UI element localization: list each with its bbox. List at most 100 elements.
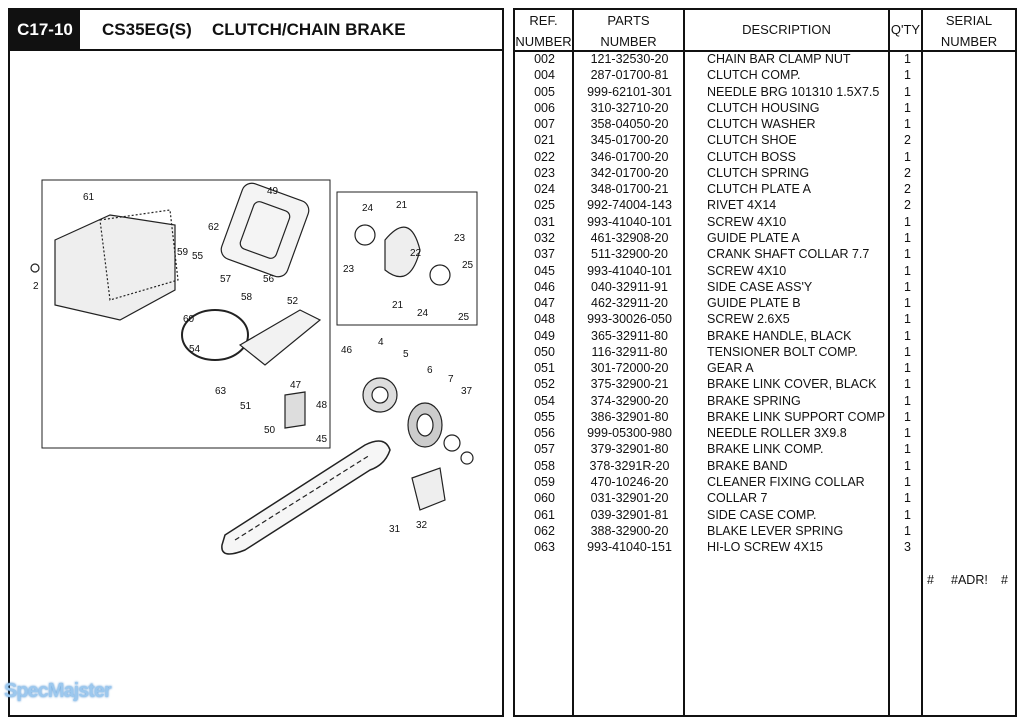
- error-cell-b: #ADR!: [951, 573, 988, 587]
- callout-6: 6: [427, 365, 433, 376]
- ref-number: 023: [534, 165, 555, 180]
- ref-number: 007: [534, 117, 555, 132]
- quantity: 1: [904, 409, 911, 424]
- quantity: 2: [904, 182, 911, 197]
- quantity: 1: [904, 507, 911, 522]
- callout-58: 58: [241, 292, 253, 303]
- watermark-logo: SpecMajster: [4, 680, 112, 702]
- quantity: 1: [904, 344, 911, 359]
- description: GEAR A: [707, 361, 754, 376]
- description: BRAKE HANDLE, BLACK: [707, 328, 852, 343]
- callout-59: 59: [177, 247, 189, 258]
- part-number: 348-01700-21: [590, 182, 669, 197]
- callout-57: 57: [220, 274, 232, 285]
- quantity: 1: [904, 214, 911, 229]
- description: CLUTCH BOSS: [707, 149, 796, 164]
- error-cell-a: #: [927, 573, 934, 587]
- part-number: 992-74004-143: [587, 198, 672, 213]
- description: BRAKE BAND: [707, 458, 788, 473]
- quantity: 1: [904, 117, 911, 132]
- ref-number: 049: [534, 328, 555, 343]
- quantity: 1: [904, 100, 911, 115]
- part-number: 031-32901-20: [590, 491, 669, 506]
- page-code: C17-10: [10, 10, 80, 49]
- description: BRAKE SPRING: [707, 393, 801, 408]
- part-number: 993-41040-151: [587, 540, 672, 555]
- callout-31: 31: [389, 524, 401, 535]
- callout-22: 22: [410, 248, 422, 259]
- callout-21b: 21: [392, 300, 404, 311]
- ref-number: 051: [534, 361, 555, 376]
- quantity: 1: [904, 149, 911, 164]
- ref-number: 045: [534, 263, 555, 278]
- quantity: 1: [904, 361, 911, 376]
- callout-24b: 24: [417, 308, 429, 319]
- description: CLUTCH SPRING: [707, 165, 810, 180]
- callout-51: 51: [240, 401, 252, 412]
- exploded-parts-diagram: 61 49 62 2 59 55 57 56 58 52 60 54 46 63…: [30, 179, 478, 555]
- part-number: 039-32901-81: [590, 507, 669, 522]
- part-number: 462-32911-20: [591, 296, 668, 311]
- part-number: 040-32911-91: [591, 279, 668, 294]
- description: NEEDLE BRG 101310 1.5X7.5: [707, 84, 880, 99]
- description: CLUTCH COMP.: [707, 68, 801, 83]
- ref-number: 022: [534, 149, 555, 164]
- part-number: 365-32911-80: [591, 328, 668, 343]
- ref-number: 060: [534, 491, 555, 506]
- ref-number: 021: [534, 133, 555, 148]
- quantity: 1: [904, 84, 911, 99]
- description: CLEANER FIXING COLLAR: [707, 475, 865, 490]
- part-number: 116-32911-80: [591, 344, 668, 359]
- part-number: 993-30026-050: [587, 312, 672, 327]
- description: GUIDE PLATE B: [707, 296, 801, 311]
- description: CLUTCH PLATE A: [707, 182, 811, 197]
- ref-number: 002: [534, 52, 555, 66]
- callout-5: 5: [403, 349, 409, 360]
- description: CHAIN BAR CLAMP NUT: [707, 52, 851, 66]
- description: BRAKE LINK COMP.: [707, 442, 824, 457]
- header-ref: REF.NUMBER: [515, 13, 572, 49]
- part-number: 345-01700-20: [590, 133, 669, 148]
- callout-21: 21: [396, 200, 408, 211]
- callout-23: 23: [454, 233, 466, 244]
- ref-number: 050: [534, 344, 555, 359]
- description: SIDE CASE ASS'Y: [707, 279, 813, 294]
- quantity: 2: [904, 198, 911, 213]
- description: CLUTCH HOUSING: [707, 100, 820, 115]
- ref-number: 048: [534, 312, 555, 327]
- quantity: 1: [904, 247, 911, 262]
- quantity: 1: [904, 491, 911, 506]
- description: SCREW 4X10: [707, 263, 787, 278]
- part-number: 287-01700-81: [590, 68, 669, 83]
- part-number: 993-41040-101: [587, 214, 672, 229]
- quantity: 1: [904, 312, 911, 327]
- part-number: 461-32908-20: [590, 230, 669, 245]
- ref-number: 056: [534, 426, 555, 441]
- ref-number: 054: [534, 393, 555, 408]
- callout-60: 60: [183, 314, 195, 325]
- description: RIVET 4X14: [707, 198, 777, 213]
- quantity: 1: [904, 426, 911, 441]
- quantity: 1: [904, 523, 911, 538]
- description: GUIDE PLATE A: [707, 230, 800, 245]
- callout-56: 56: [263, 274, 275, 285]
- page-header: C17-10 CS35EG(S) CLUTCH/CHAIN BRAKE: [10, 10, 502, 51]
- ref-number: 062: [534, 523, 555, 538]
- callout-54: 54: [189, 344, 201, 355]
- ref-number: 059: [534, 475, 555, 490]
